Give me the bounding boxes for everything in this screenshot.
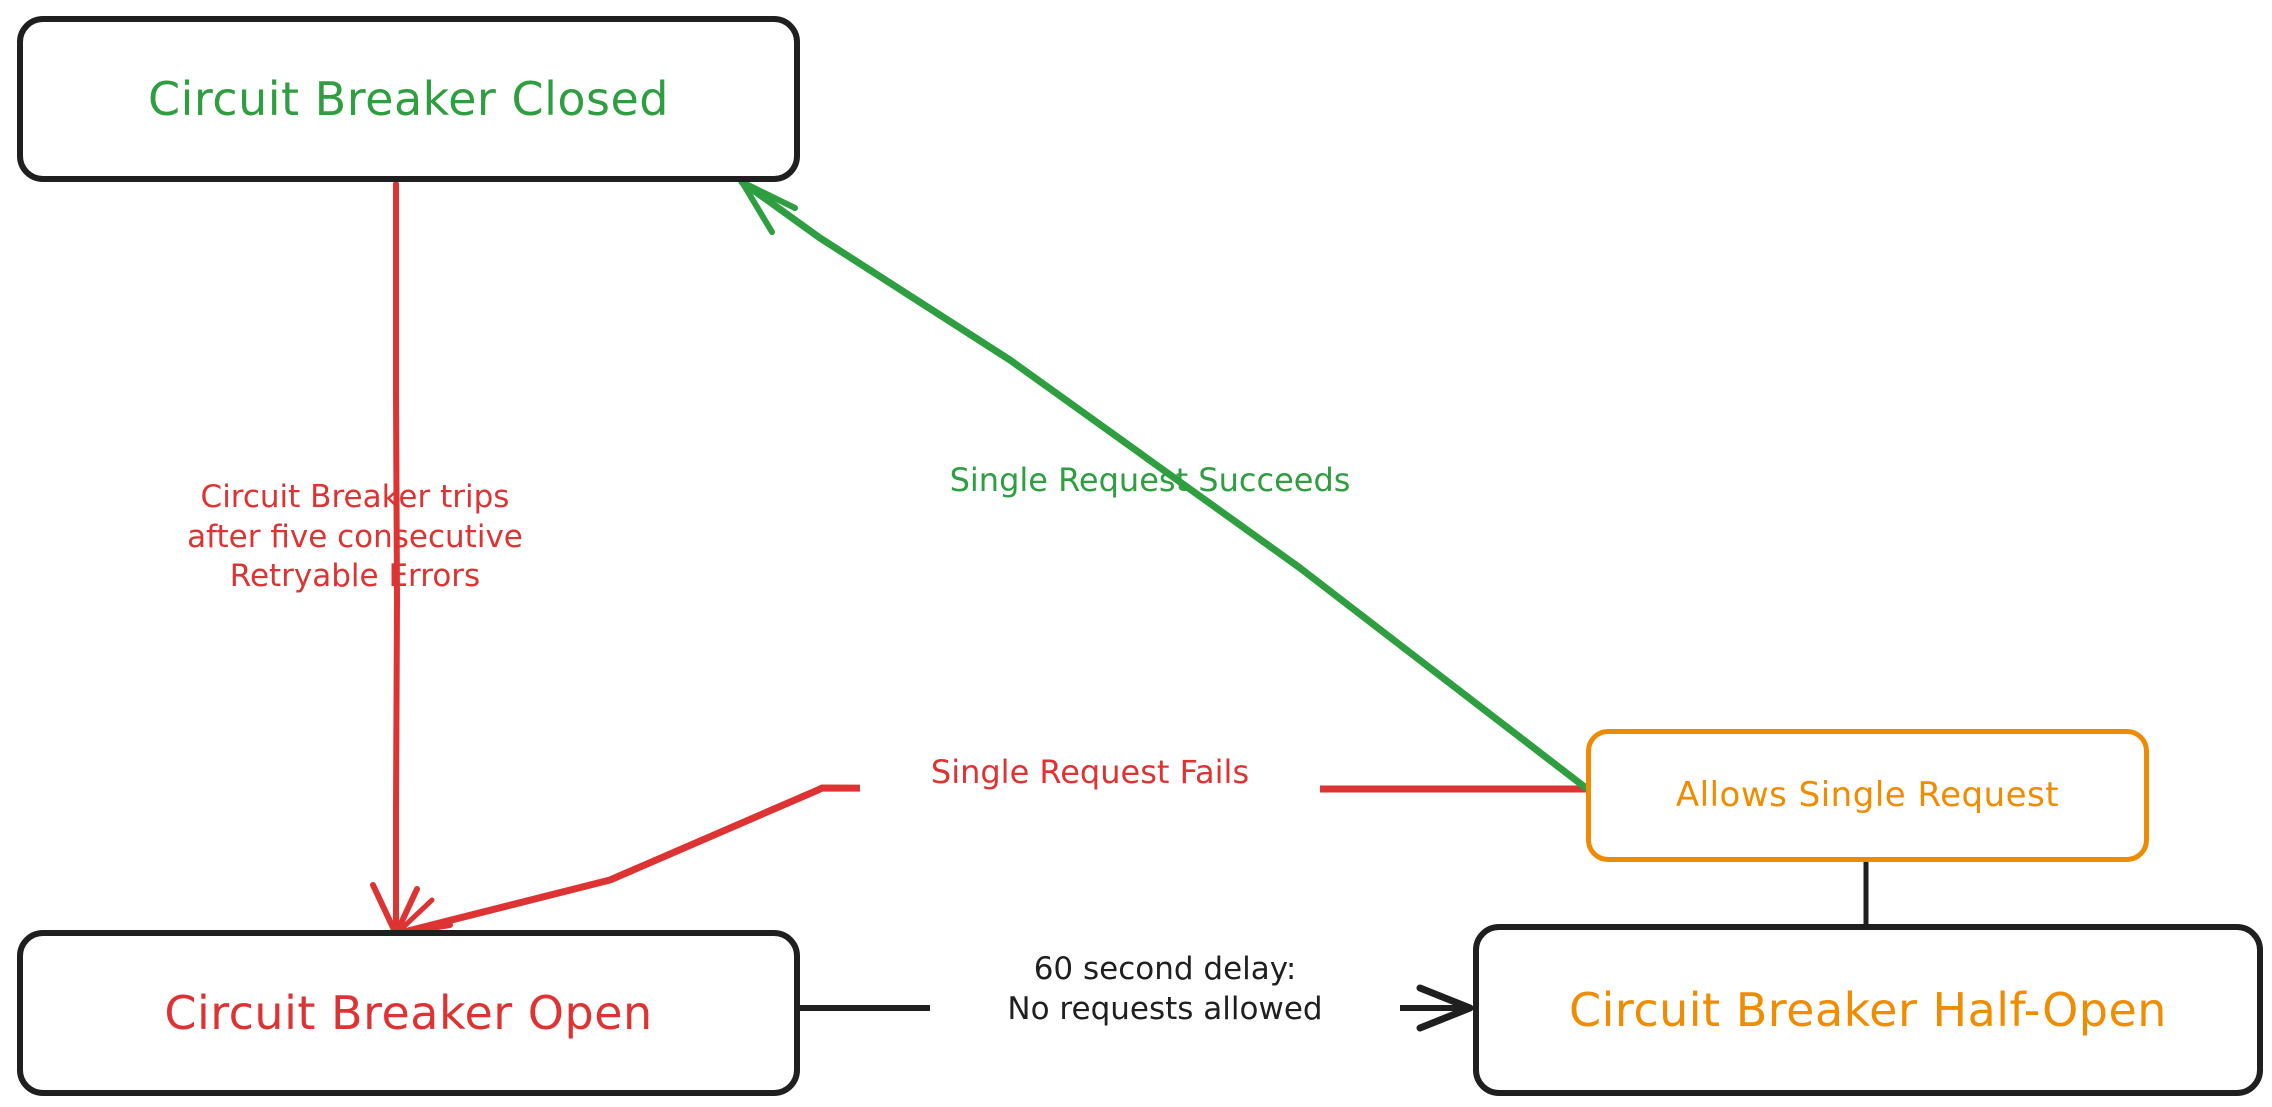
edge-allows-to-closed bbox=[738, 178, 1590, 792]
edge-label-circuit-breaker-trips: Circuit Breaker trips after five consecu… bbox=[187, 479, 523, 595]
node-allows-single-request[interactable]: Allows Single Request bbox=[1586, 729, 2149, 862]
node-circuit-breaker-closed[interactable]: Circuit Breaker Closed bbox=[17, 16, 800, 182]
node-label-open: Circuit Breaker Open bbox=[164, 985, 653, 1040]
edge-label-single-request-fails: Single Request Fails bbox=[860, 752, 1320, 793]
edge-open-to-halfopen bbox=[797, 984, 1474, 1032]
node-label-allows-single-request: Allows Single Request bbox=[1675, 774, 2060, 815]
node-label-half-open: Circuit Breaker Half-Open bbox=[1569, 982, 2167, 1037]
edge-label-single-request-succeeds: Single Request Succeeds bbox=[949, 461, 1351, 499]
node-circuit-breaker-open[interactable]: Circuit Breaker Open bbox=[17, 930, 800, 1096]
edge-closed-to-open bbox=[370, 181, 435, 937]
node-label-closed: Circuit Breaker Closed bbox=[148, 71, 669, 126]
edge-allows-to-open bbox=[396, 784, 1590, 937]
edge-label-60-second-delay: 60 second delay: No requests allowed bbox=[930, 950, 1400, 1030]
node-circuit-breaker-half-open[interactable]: Circuit Breaker Half-Open bbox=[1473, 924, 2263, 1096]
